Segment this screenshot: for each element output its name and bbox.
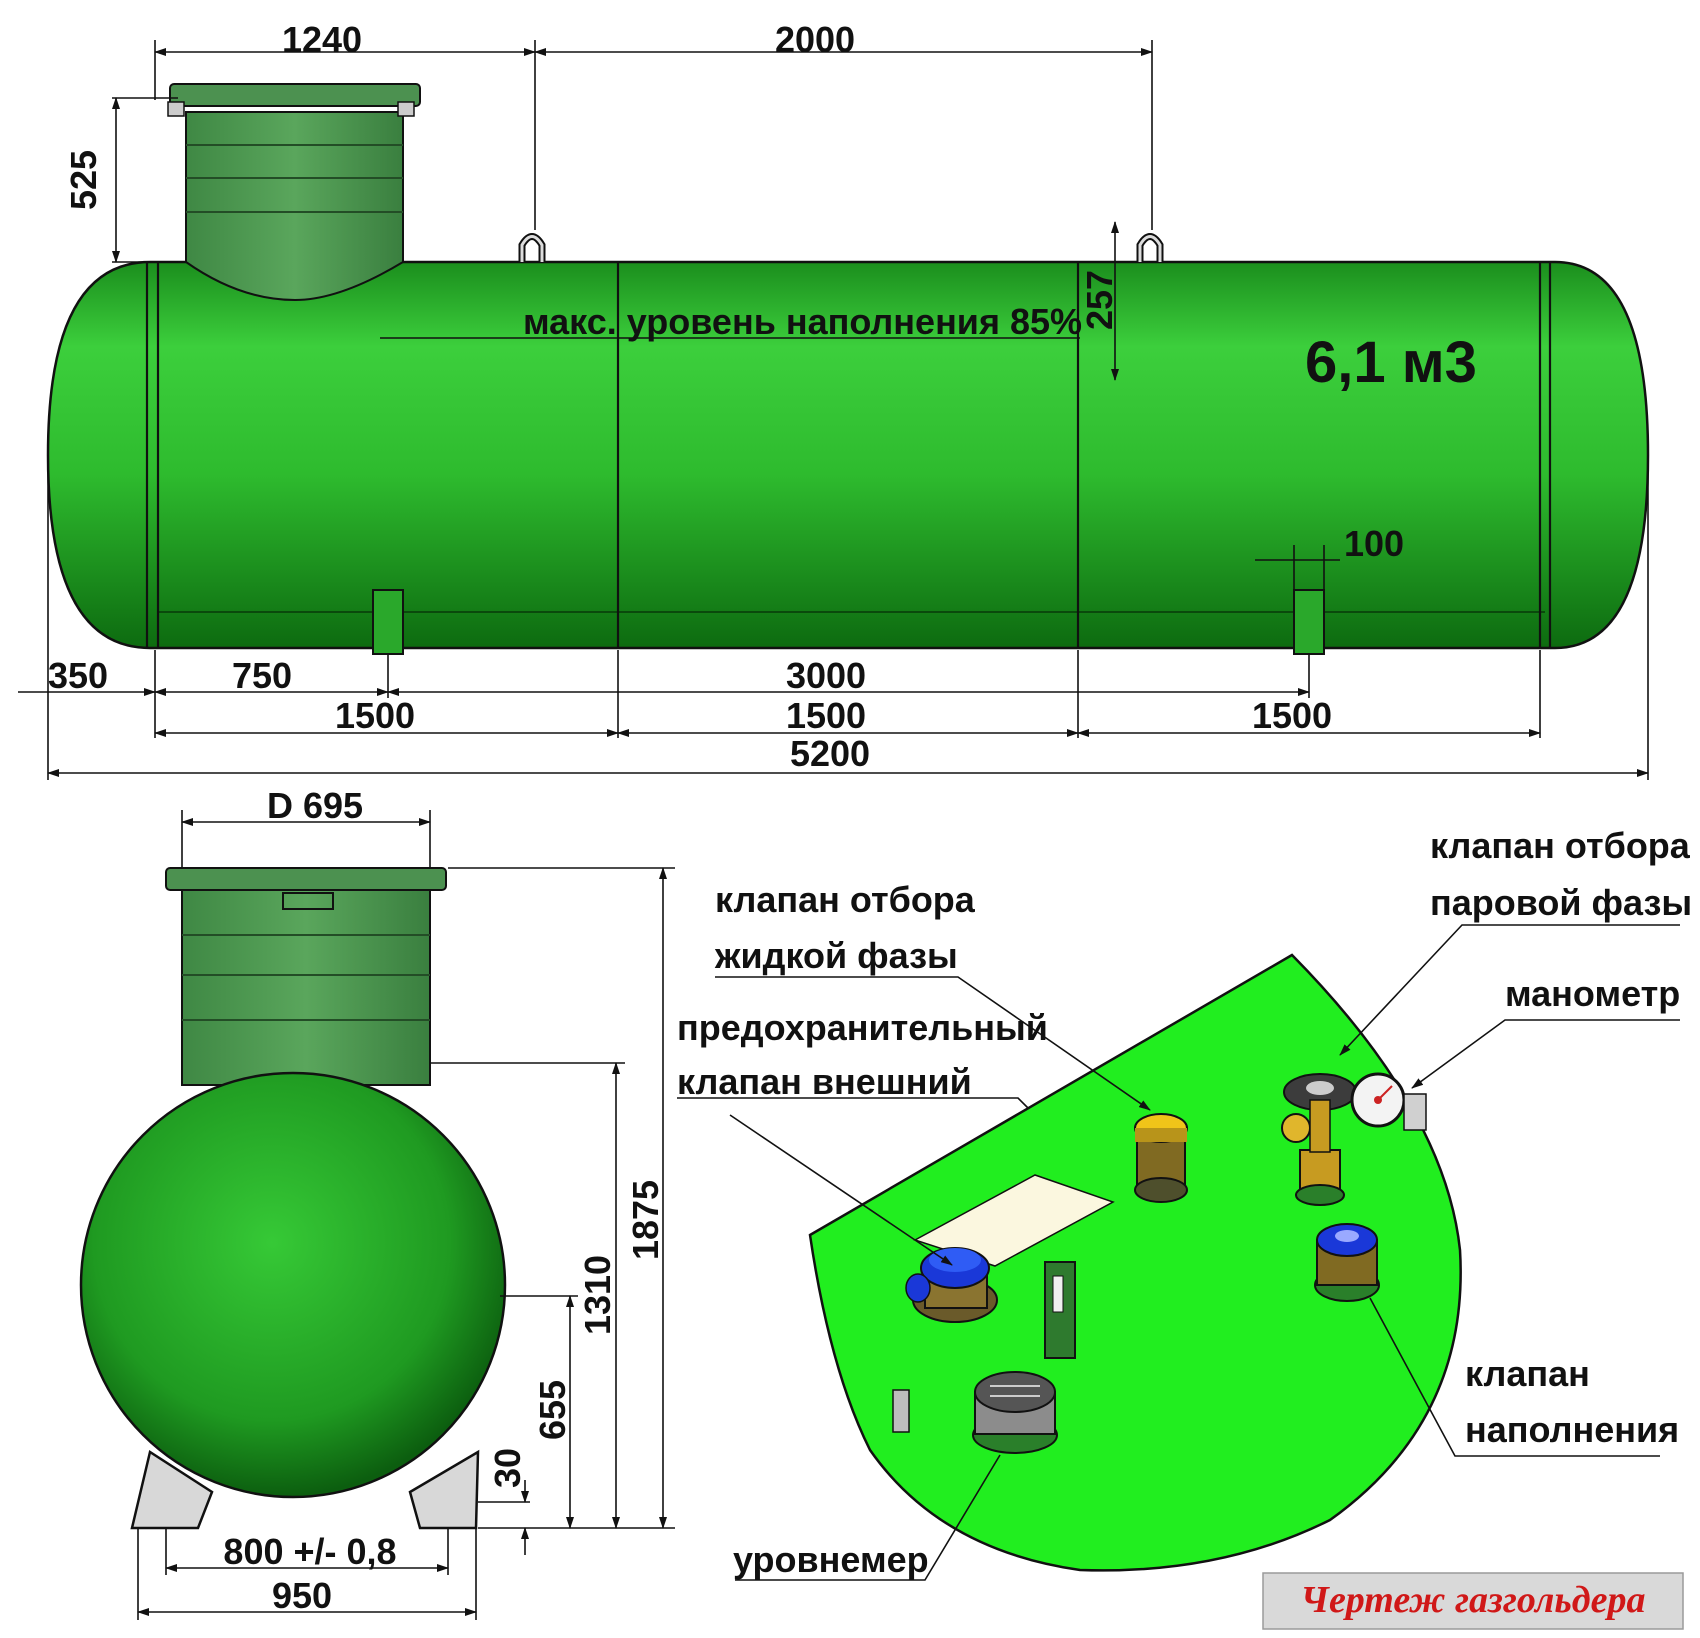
filling-valve [1314,1223,1380,1302]
leader-safety-valve [677,1097,1029,1109]
leader-vapor-valve [1339,924,1680,1056]
drain-plug [892,1389,910,1433]
end-view: D 695 1875 1310 655 30 800 +/- 0,8 950 [79,785,675,1620]
support-foot [372,589,404,655]
label-vapor-valve-2: паровой фазы [1430,882,1692,923]
dim-gap-top: 257 [1079,270,1120,330]
lifting-lug [520,235,544,262]
level-gauge-window [1044,1261,1076,1359]
vapor-phase-valve [1281,1073,1357,1206]
leader-level-gauge [735,1454,1001,1581]
dim-section-3: 1500 [1252,695,1332,736]
level-gauge [972,1371,1058,1454]
dim-total-height: 1875 [625,1180,666,1260]
support-foot [130,1449,214,1530]
lid-handle [282,892,334,910]
support-foot [1293,589,1325,655]
volume-label: 6,1 м3 [1305,330,1477,395]
fittings-plate-view: клапан отбора жидкой фазы клапан отбора … [677,825,1692,1581]
label-level-gauge: уровнемер [733,1539,929,1580]
dim-neck-diameter: D 695 [267,785,363,826]
dim-neck-offset: 1240 [282,19,362,60]
leader-filling-valve [1369,1297,1660,1457]
dim-neck-top-height: 1310 [577,1255,618,1335]
label-vapor-valve-1: клапан отбора [1430,825,1691,866]
pressure-gauge [1350,1072,1427,1131]
dim-foot-spacing-end: 800 +/- 0,8 [223,1531,396,1572]
label-safety-valve-2: клапан внешний [677,1061,972,1102]
dim-section-1: 1500 [335,695,415,736]
leader-liquid-valve [715,976,1151,1111]
end-view-lid [165,867,447,891]
leader-pressure-gauge [1411,1019,1680,1089]
label-liquid-valve-1: клапан отбора [715,879,976,920]
label-fill-valve-1: клапан [1465,1353,1590,1394]
end-view-neck [165,867,447,1086]
fill-level-label: макс. уровень наполнения 85% [523,301,1082,342]
dim-total-length: 5200 [790,733,870,774]
dim-clearance: 30 [487,1448,528,1488]
lifting-lug [1138,235,1162,262]
dim-foot-offset: 750 [232,655,292,696]
drawing-title: Чертеж газгольдера [1262,1572,1684,1630]
label-safety-valve-1: предохранительный [677,1007,1048,1048]
dim-end-cap: 350 [48,655,108,696]
label-liquid-valve-2: жидкой фазы [714,935,958,976]
dim-neck-height: 525 [63,150,104,210]
side-view: макс. уровень наполнения 85% 6,1 м3 1240… [18,19,1650,780]
vessel-cross-section [79,1071,507,1499]
label-fill-valve-2: наполнения [1465,1409,1679,1450]
dim-foot-width: 100 [1344,523,1404,564]
manhole-neck [167,83,421,302]
dim-axis-height: 655 [532,1380,573,1440]
label-pressure-gauge: манометр [1505,973,1680,1014]
leader-safety-valve-2 [729,1114,953,1266]
dim-base-width: 950 [272,1575,332,1616]
tank-body [46,260,1650,650]
dim-lug-spacing: 2000 [775,19,855,60]
liquid-phase-valve [1134,1113,1188,1203]
dim-foot-spacing: 3000 [786,655,866,696]
safety-valve [905,1247,998,1323]
fittings-plate [808,953,1462,1572]
support-foot [408,1449,480,1530]
dim-section-2: 1500 [786,695,866,736]
title-text: Чертеж газгольдера [1301,1579,1646,1621]
manhole-lid [169,83,421,107]
